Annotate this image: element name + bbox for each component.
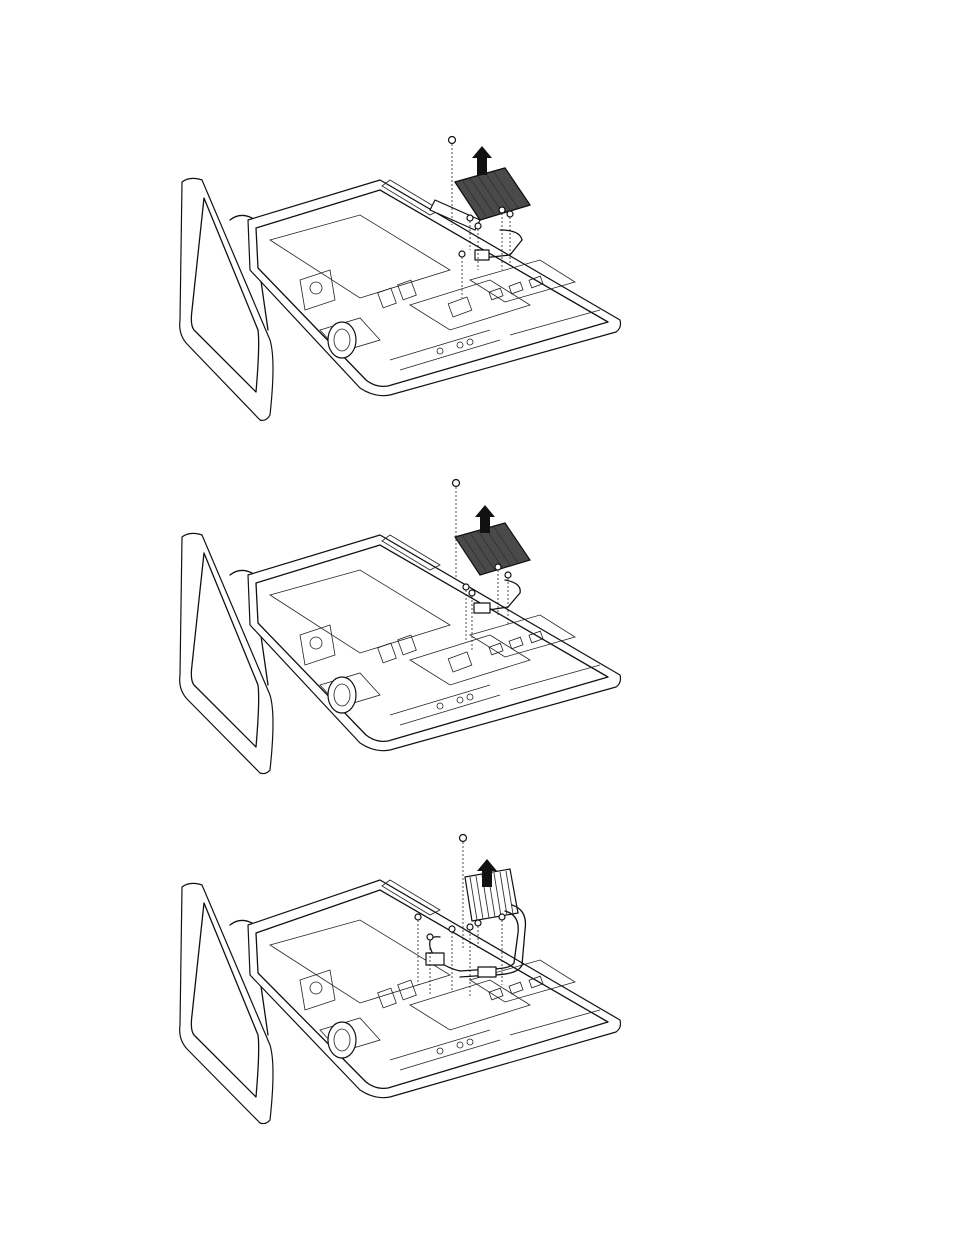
stand [180,178,273,420]
chassis [248,880,621,1098]
computer-internals-illustration [160,475,640,775]
diagram-panel-step-2 [160,475,640,775]
stand [180,883,273,1123]
lift-arrow-icon [472,146,492,175]
stand [180,533,273,773]
chassis [248,535,621,751]
diagram-panel-step-1 [160,130,640,430]
computer-internals-illustration [160,825,640,1125]
diagram-panel-step-3 [160,825,640,1125]
computer-internals-illustration [160,130,640,430]
